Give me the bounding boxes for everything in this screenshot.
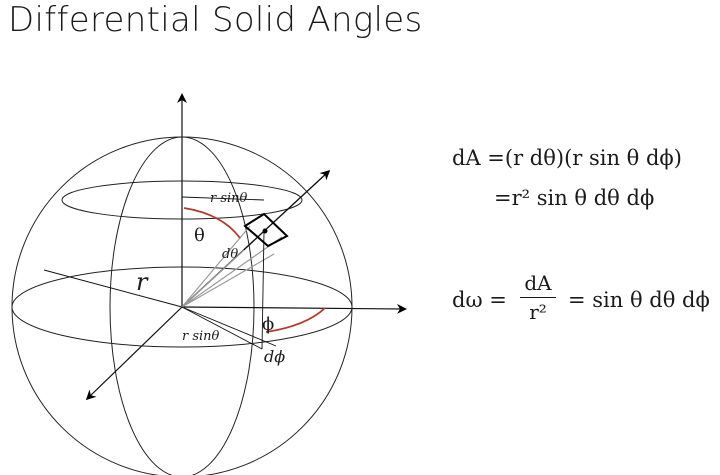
label-r-sin-theta-bottom: r sinθ: [182, 329, 220, 344]
cone-line: [181, 249, 245, 308]
projection-line: [181, 306, 277, 347]
fraction-bar: [520, 297, 556, 298]
vertical-drop-line: [261, 231, 265, 350]
fraction-numerator: dA: [524, 271, 552, 295]
equation-dA-line1: dA =(r dθ)(r sin θ dϕ): [452, 146, 682, 170]
equation-domega-rhs: = sin θ dθ dϕ: [568, 288, 710, 312]
r-sin-theta-top-line: [181, 196, 265, 201]
label-d-theta: dθ: [222, 247, 238, 262]
label-r-sin-theta-top: r sinθ: [210, 191, 248, 206]
equation-domega-fraction: dA r²: [520, 270, 556, 325]
slide-title: Differential Solid Angles: [8, 0, 423, 40]
label-r: r: [136, 268, 149, 296]
cone-line: [181, 236, 283, 308]
fraction-denominator: r²: [529, 300, 547, 324]
patch-center-dot: [262, 228, 268, 234]
theta-arc: [183, 207, 241, 239]
y-axis: [85, 306, 183, 401]
cone-line: [181, 225, 251, 308]
label-theta: θ: [194, 225, 205, 246]
cone-line: [181, 253, 275, 308]
area-patch: [243, 212, 289, 248]
phi-arc: [265, 307, 326, 333]
projection-line: [181, 306, 263, 350]
equation-dA-line2: =r² sin θ dθ dϕ: [494, 186, 655, 210]
label-phi: ϕ: [262, 314, 274, 335]
x-axis: [181, 303, 407, 314]
equation-domega-lhs: dω =: [452, 288, 507, 312]
radius-line: [43, 269, 183, 308]
label-d-phi: dϕ: [264, 347, 285, 366]
